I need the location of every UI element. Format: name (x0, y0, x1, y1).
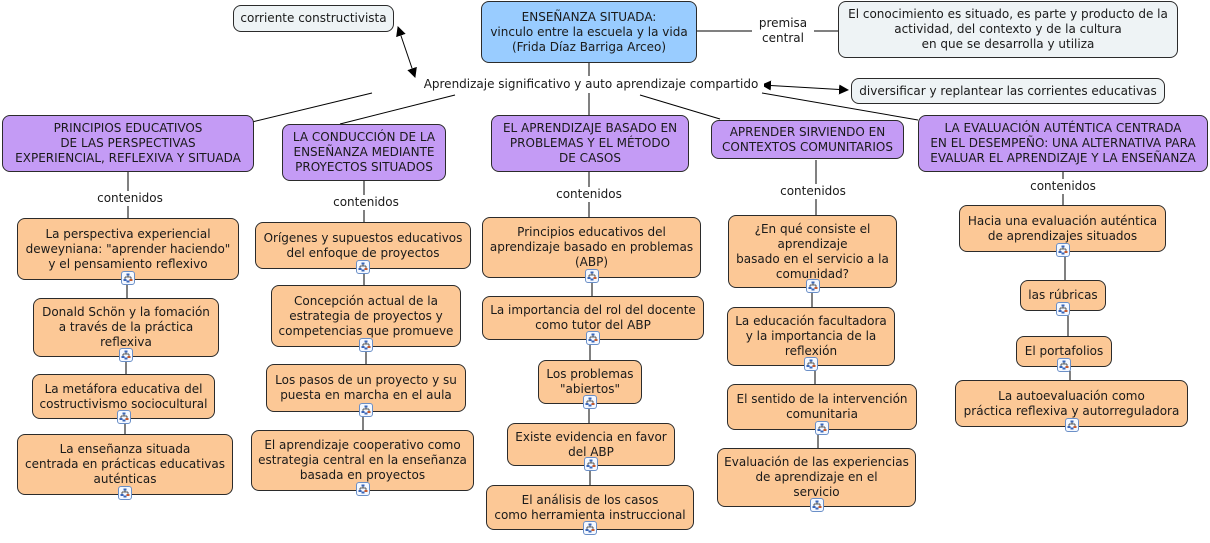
item-4-2[interactable]: La educación facultadora y la importanci… (727, 307, 895, 366)
submap-link-icon[interactable] (583, 395, 597, 409)
submap-link-icon[interactable] (116, 410, 131, 424)
link-label-contenidos-5: contenidos (1026, 179, 1100, 194)
item-1-4[interactable]: La enseñanza situada centrada en práctic… (17, 434, 233, 495)
item-3-1[interactable]: Principios educativos del aprendizaje ba… (482, 217, 701, 278)
hub-concept[interactable]: Aprendizaje significativo y auto aprendi… (418, 77, 764, 92)
line-hub-topic-5 (761, 92, 919, 121)
submap-link-icon[interactable] (359, 338, 373, 352)
premise-note[interactable]: El conocimiento es situado, es parte y p… (838, 1, 1178, 58)
arrow-hub-diversificar (761, 80, 849, 95)
topic-1[interactable]: PRINCIPIOS EDUCATIVOS DE LAS PERSPECTIVA… (2, 115, 254, 172)
line-hub-topic-1 (251, 92, 373, 123)
submap-link-icon[interactable] (805, 279, 820, 293)
submap-link-icon[interactable] (119, 348, 133, 362)
item-4-4[interactable]: Evaluación de las experiencias de aprend… (717, 448, 916, 507)
item-2-2[interactable]: Concepción actual de la estrategia de pr… (271, 285, 461, 347)
line-hub-topic-2 (339, 94, 456, 125)
submap-link-icon[interactable] (1056, 302, 1070, 316)
topic-2[interactable]: LA CONDUCCIÓN DE LA ENSEÑANZA MEDIANTE P… (282, 124, 446, 181)
submap-link-icon[interactable] (1057, 358, 1071, 372)
submap-link-icon[interactable] (359, 403, 373, 417)
submap-link-icon[interactable] (586, 331, 600, 345)
submap-link-icon[interactable] (584, 269, 599, 283)
topic-4[interactable]: APRENDER SIRVIENDO EN CONTEXTOS COMUNITA… (711, 120, 904, 159)
submap-link-icon[interactable] (356, 260, 370, 274)
item-2-3[interactable]: Los pasos de un proyecto y su puesta en … (266, 364, 466, 412)
item-3-4[interactable]: Existe evidencia en favor del ABP (507, 423, 675, 466)
item-1-1[interactable]: La perspectiva experiencial deweyniana: … (17, 218, 239, 280)
item-1-2[interactable]: Donald Schön y la fomación a través de l… (33, 298, 219, 357)
root-concept[interactable]: ENSEÑANZA SITUADA: vinculo entre la escu… (481, 1, 697, 63)
submap-link-icon[interactable] (121, 271, 135, 285)
submap-link-icon[interactable] (583, 521, 597, 535)
submap-link-icon[interactable] (118, 486, 132, 500)
arrow-hub-constructivista (396, 26, 417, 78)
line-hub-topic-4 (639, 94, 721, 120)
submap-link-icon[interactable] (804, 357, 818, 371)
link-label-contenidos-3: contenidos (552, 187, 626, 202)
note-corriente-constructivista[interactable]: corriente constructivista (233, 5, 394, 32)
item-2-4[interactable]: El aprendizaje cooperativo como estrateg… (251, 430, 474, 491)
item-5-2[interactable]: las rúbricas (1020, 280, 1106, 311)
link-label-contenidos-4: contenidos (776, 184, 850, 199)
note-diversificar[interactable]: diversificar y replantear las corrientes… (851, 78, 1165, 104)
submap-link-icon[interactable] (584, 457, 598, 471)
topic-3[interactable]: EL APRENDIZAJE BASADO EN PROBLEMAS Y EL … (491, 115, 689, 172)
submap-link-icon[interactable] (1064, 418, 1079, 432)
submap-link-icon[interactable] (355, 482, 370, 496)
link-label-premise: premisa central (752, 16, 814, 46)
submap-link-icon[interactable] (815, 421, 829, 435)
topic-5[interactable]: LA EVALUACIÓN AUTÉNTICA CENTRADA EN EL D… (918, 115, 1208, 172)
submap-link-icon[interactable] (809, 498, 824, 512)
link-label-contenidos-2: contenidos (329, 195, 403, 210)
item-3-5[interactable]: El análisis de los casos como herramient… (486, 485, 694, 530)
item-4-1[interactable]: ¿En qué consiste el aprendizaje basado e… (728, 215, 897, 288)
link-label-contenidos-1: contenidos (93, 191, 167, 206)
submap-link-icon[interactable] (1055, 243, 1070, 257)
